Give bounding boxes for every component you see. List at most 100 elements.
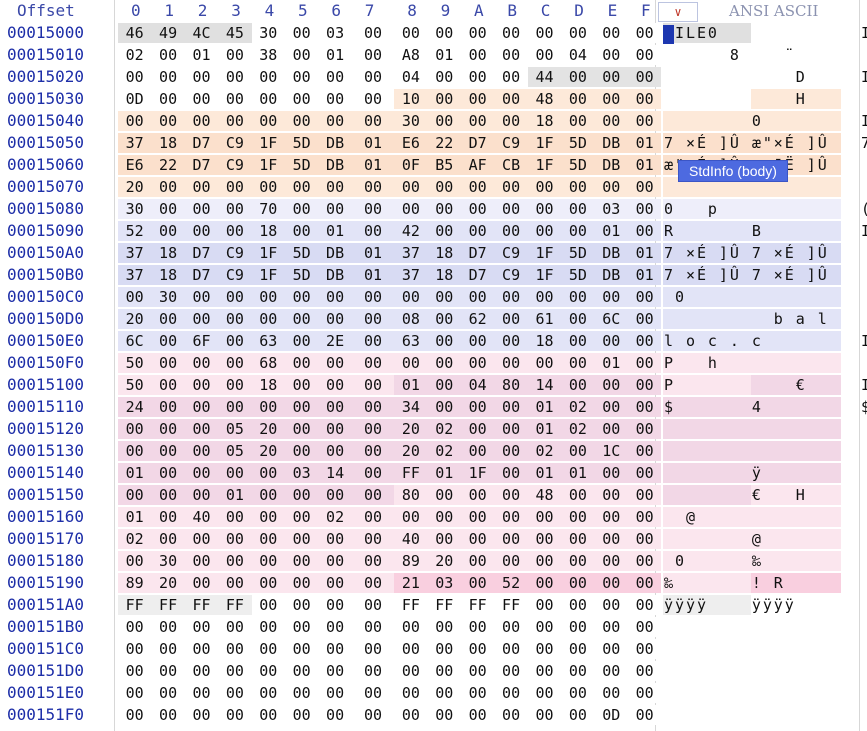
ascii-text[interactable]: ‰ ! R bbox=[664, 574, 785, 592]
hex-byte[interactable]: 00 bbox=[285, 441, 319, 461]
hex-byte[interactable]: 00 bbox=[218, 463, 252, 483]
hex-byte[interactable]: 00 bbox=[218, 67, 252, 87]
hex-byte[interactable]: 37 bbox=[394, 243, 428, 263]
hex-byte[interactable]: 00 bbox=[594, 419, 628, 439]
hex-byte[interactable]: 00 bbox=[118, 661, 152, 681]
hex-byte[interactable]: 00 bbox=[184, 705, 219, 725]
hex-byte[interactable]: 20 bbox=[251, 441, 285, 461]
hex-byte[interactable]: 00 bbox=[561, 199, 595, 219]
hex-byte[interactable]: 00 bbox=[461, 89, 495, 109]
hex-byte[interactable]: 37 bbox=[118, 133, 152, 153]
hex-byte[interactable]: 0D bbox=[594, 705, 628, 725]
hex-byte[interactable]: 4C bbox=[184, 23, 219, 43]
hex-byte[interactable]: 00 bbox=[184, 67, 219, 87]
hex-byte[interactable]: 00 bbox=[151, 331, 185, 351]
hex-byte[interactable]: 00 bbox=[285, 287, 319, 307]
hex-byte[interactable]: 00 bbox=[251, 485, 285, 505]
hex-byte[interactable]: 01 bbox=[427, 463, 461, 483]
hex-byte[interactable]: 00 bbox=[285, 23, 319, 43]
hex-byte[interactable]: C9 bbox=[218, 133, 252, 153]
hex-byte[interactable]: 00 bbox=[218, 617, 252, 637]
hex-byte[interactable]: 44 bbox=[527, 67, 562, 87]
hex-byte[interactable]: 00 bbox=[628, 573, 662, 593]
hex-byte[interactable]: 00 bbox=[494, 419, 528, 439]
hex-byte[interactable]: 00 bbox=[251, 661, 285, 681]
hex-byte[interactable]: 00 bbox=[561, 287, 595, 307]
hex-byte[interactable]: 52 bbox=[118, 221, 152, 241]
hex-byte[interactable]: 00 bbox=[318, 419, 352, 439]
hex-byte[interactable]: 00 bbox=[251, 683, 285, 703]
hex-byte[interactable]: 18 bbox=[151, 133, 185, 153]
hex-byte[interactable]: 00 bbox=[527, 177, 562, 197]
hex-byte[interactable]: 01 bbox=[318, 221, 352, 241]
hex-byte[interactable]: 00 bbox=[594, 463, 628, 483]
hex-byte[interactable]: 01 bbox=[527, 463, 562, 483]
hex-byte[interactable]: 00 bbox=[351, 529, 395, 549]
hex-byte[interactable]: 00 bbox=[628, 441, 662, 461]
hex-byte[interactable]: 00 bbox=[285, 67, 319, 87]
hex-byte[interactable]: E6 bbox=[118, 155, 152, 175]
hex-byte[interactable]: 03 bbox=[427, 573, 461, 593]
hex-byte[interactable]: 00 bbox=[318, 111, 352, 131]
hex-byte[interactable]: 00 bbox=[628, 419, 662, 439]
hex-byte[interactable]: 00 bbox=[151, 463, 185, 483]
hex-byte[interactable]: 00 bbox=[628, 683, 662, 703]
hex-byte[interactable]: 00 bbox=[218, 287, 252, 307]
hex-byte[interactable]: 00 bbox=[351, 463, 395, 483]
hex-byte[interactable]: 37 bbox=[118, 243, 152, 263]
hex-byte[interactable]: 00 bbox=[285, 529, 319, 549]
hex-byte[interactable]: 00 bbox=[427, 661, 461, 681]
hex-byte[interactable]: 00 bbox=[561, 573, 595, 593]
hex-byte[interactable]: 00 bbox=[527, 661, 562, 681]
hex-byte[interactable]: 04 bbox=[394, 67, 428, 87]
hex-byte[interactable]: 01 bbox=[594, 353, 628, 373]
hex-byte[interactable]: 00 bbox=[351, 353, 395, 373]
hex-byte[interactable]: 00 bbox=[461, 331, 495, 351]
hex-byte[interactable]: 00 bbox=[494, 639, 528, 659]
hex-byte[interactable]: 00 bbox=[461, 639, 495, 659]
hex-byte[interactable]: 63 bbox=[251, 331, 285, 351]
hex-byte[interactable]: 00 bbox=[527, 199, 562, 219]
hex-byte[interactable]: 5D bbox=[285, 243, 319, 263]
hex-byte[interactable]: 20 bbox=[394, 441, 428, 461]
hex-byte[interactable]: 00 bbox=[318, 639, 352, 659]
hex-byte[interactable]: 00 bbox=[118, 639, 152, 659]
ascii-text[interactable]: P h bbox=[664, 354, 719, 372]
hex-byte[interactable]: 6F bbox=[184, 331, 219, 351]
hex-byte[interactable]: C9 bbox=[218, 155, 252, 175]
hex-byte[interactable]: 00 bbox=[218, 375, 252, 395]
hex-byte[interactable]: 00 bbox=[285, 485, 319, 505]
hex-byte[interactable]: 00 bbox=[184, 309, 219, 329]
hex-byte[interactable]: 00 bbox=[494, 199, 528, 219]
hex-byte[interactable]: 50 bbox=[118, 375, 152, 395]
hex-byte[interactable]: 00 bbox=[251, 617, 285, 637]
hex-byte[interactable]: 00 bbox=[184, 529, 219, 549]
hex-byte[interactable]: 00 bbox=[151, 45, 185, 65]
hex-byte[interactable]: 00 bbox=[628, 507, 662, 527]
hex-byte[interactable]: 02 bbox=[561, 419, 595, 439]
hex-byte[interactable]: 00 bbox=[427, 529, 461, 549]
hex-byte[interactable]: 30 bbox=[251, 23, 285, 43]
hex-byte[interactable]: 00 bbox=[461, 551, 495, 571]
hex-byte[interactable]: 00 bbox=[461, 199, 495, 219]
hex-byte[interactable]: 00 bbox=[151, 507, 185, 527]
hex-byte[interactable]: C9 bbox=[218, 243, 252, 263]
hex-byte[interactable]: 00 bbox=[494, 309, 528, 329]
hex-byte[interactable]: 00 bbox=[218, 661, 252, 681]
ascii-text[interactable]: 7 ×É ]Û 7 ×É ]Û bbox=[664, 244, 829, 262]
hex-byte[interactable]: 5D bbox=[561, 243, 595, 263]
hex-byte[interactable]: 00 bbox=[218, 397, 252, 417]
hex-byte[interactable]: 00 bbox=[318, 705, 352, 725]
hex-byte[interactable]: 40 bbox=[394, 529, 428, 549]
hex-byte[interactable]: 00 bbox=[594, 89, 628, 109]
hex-byte[interactable]: 00 bbox=[594, 331, 628, 351]
hex-byte[interactable]: 00 bbox=[351, 639, 395, 659]
hex-byte[interactable]: 00 bbox=[318, 573, 352, 593]
